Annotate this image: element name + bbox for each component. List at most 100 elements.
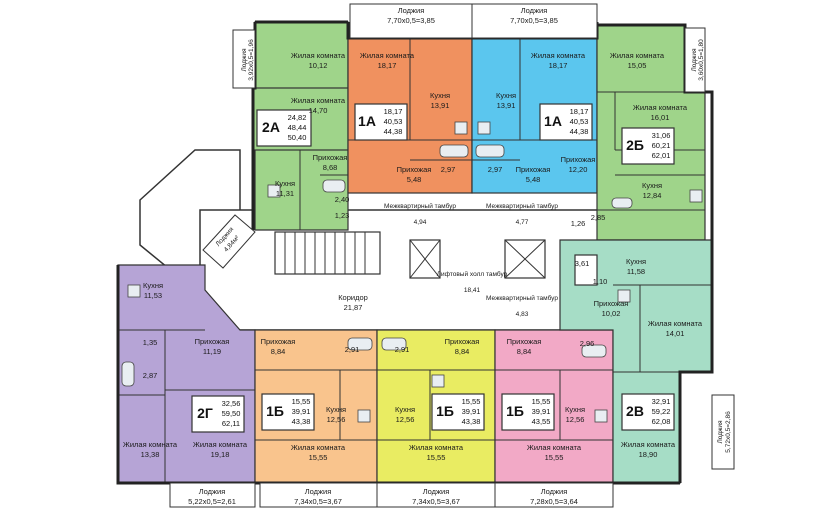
apartment-code: 1Б (266, 403, 284, 419)
room-area: 8,68 (323, 163, 338, 172)
apartment-living-area: 15,55 (292, 397, 311, 406)
room-name: Жилая комната (633, 103, 688, 112)
room-area: 14,01 (666, 329, 685, 338)
apartment-badge (431, 393, 485, 431)
stove-icon (477, 121, 491, 135)
apartment-code: 2А (262, 119, 280, 135)
apartment-total-with-loggia: 50,40 (288, 133, 307, 142)
staircase (274, 231, 381, 275)
apartment-living-area: 18,17 (570, 107, 589, 116)
room-name: Прихожая (445, 337, 480, 346)
room-name: Жилая комната (291, 51, 346, 60)
room-name: Кухня (626, 257, 646, 266)
room-area: 13,91 (497, 101, 516, 110)
apartment-code: 1А (358, 113, 376, 129)
apartment-total-with-loggia: 62,01 (652, 151, 671, 160)
partitions (118, 38, 712, 483)
room-name: Жилая комната (291, 96, 346, 105)
apartment-badge (621, 393, 675, 431)
room-name: Прихожая (313, 153, 348, 162)
room-area: 11,53 (144, 291, 162, 300)
apartment-code: 2Б (626, 137, 644, 153)
stove-icon (127, 284, 141, 298)
apartment-badge (256, 109, 312, 147)
room-name: Межквартирный тамбур (486, 202, 558, 210)
room-name: Жилая комната (409, 443, 464, 452)
loggia-labels: Лоджия 7,70х0,5=3,85 Лоджия 7,70х0,5=3,8… (188, 6, 732, 506)
loggia-diagonal (202, 214, 256, 269)
stove-icon (431, 374, 445, 388)
apartment-badge (191, 395, 245, 433)
room-area: 15,55 (545, 453, 564, 462)
loggia-top-1 (349, 3, 473, 39)
apartment-badges: 2А 24,82 48,44 50,40 1А 18,17 40,53 44,3… (191, 103, 675, 433)
room-area: 12,20 (569, 165, 588, 174)
fixtures (121, 121, 703, 423)
stove-icon (357, 409, 371, 423)
bathroom-area: 1,35 (143, 338, 158, 347)
loggia-top-left (232, 29, 256, 89)
room-area: 12,84 (643, 191, 662, 200)
bathroom-area: 2,40 (335, 195, 350, 204)
apartment-living-area: 18,17 (384, 107, 403, 116)
bathroom-area: 2,97 (441, 165, 456, 174)
room-name: Прихожая (516, 165, 551, 174)
room-area: 13,91 (431, 101, 450, 110)
room-labels: Жилая комната 10,12 Жилая комната 14,70 … (123, 51, 703, 462)
apartment-total-area: 40,53 (570, 117, 589, 126)
room-area: 21,87 (344, 303, 363, 312)
room-name: Межквартирный тамбур (486, 294, 558, 302)
apartment-living-area: 15,55 (532, 397, 551, 406)
room-area: 11,31 (276, 189, 294, 198)
room-name: Кухня (642, 181, 662, 190)
bathtub-icon (611, 197, 633, 209)
room-area: 5,48 (407, 175, 422, 184)
bathtub-icon (439, 144, 469, 158)
room-area: 11,58 (627, 267, 645, 276)
bathroom-area: 2,91 (395, 345, 410, 354)
room-area: 15,55 (309, 453, 328, 462)
room-name: Кухня (395, 405, 415, 414)
apartment-total-area: 59,50 (222, 409, 241, 418)
bathtub-icon (475, 144, 505, 158)
loggias (169, 3, 735, 508)
loggia-title: Лоджия (241, 48, 248, 72)
loggia-size: 3,92х0,5=1,96 (248, 39, 255, 81)
apartment-total-area: 48,44 (288, 123, 307, 132)
room-area: 10,02 (602, 309, 621, 318)
apartment-badge (501, 393, 555, 431)
room-area: 4,77 (516, 219, 529, 226)
loggia-top-right (684, 27, 706, 93)
apartment-total-area: 39,91 (462, 407, 481, 416)
room-name: Прихожая (507, 337, 542, 346)
loggia-size: 5,22х0,5=2,61 (188, 497, 236, 506)
room-area: 12,56 (327, 415, 346, 424)
apartment-total-area: 39,91 (292, 407, 311, 416)
apartment-badge (354, 103, 408, 141)
room-name: Жилая комната (291, 443, 346, 452)
core (274, 231, 598, 286)
bathtub-icon (347, 337, 373, 351)
stair-steps (284, 232, 366, 274)
loggia-bottom-1 (169, 482, 256, 508)
stove-icon (267, 184, 281, 198)
bathtub-icon (581, 344, 607, 358)
apartment-living-area: 32,91 (652, 397, 671, 406)
room-area: 15,55 (427, 453, 446, 462)
apartment-total-with-loggia: 43,38 (462, 417, 481, 426)
loggia-title: Лоджия (199, 487, 226, 496)
apartment-living-area: 32,56 (222, 399, 241, 408)
bathroom-area: 2,97 (488, 165, 503, 174)
room-name: Жилая комната (648, 319, 703, 328)
room-name: Жилая комната (527, 443, 582, 452)
room-name: Прихожая (561, 155, 596, 164)
room-name: Прихожая (397, 165, 432, 174)
apartment-badge (261, 393, 315, 431)
room-name: Межквартирный тамбур (384, 202, 456, 210)
bathroom-area: 2,85 (591, 213, 606, 222)
room-name: Жилая комната (531, 51, 586, 60)
room-name: Жилая комната (360, 51, 415, 60)
loggia-title: Лоджия (717, 420, 724, 444)
room-area: 18,90 (639, 450, 658, 459)
